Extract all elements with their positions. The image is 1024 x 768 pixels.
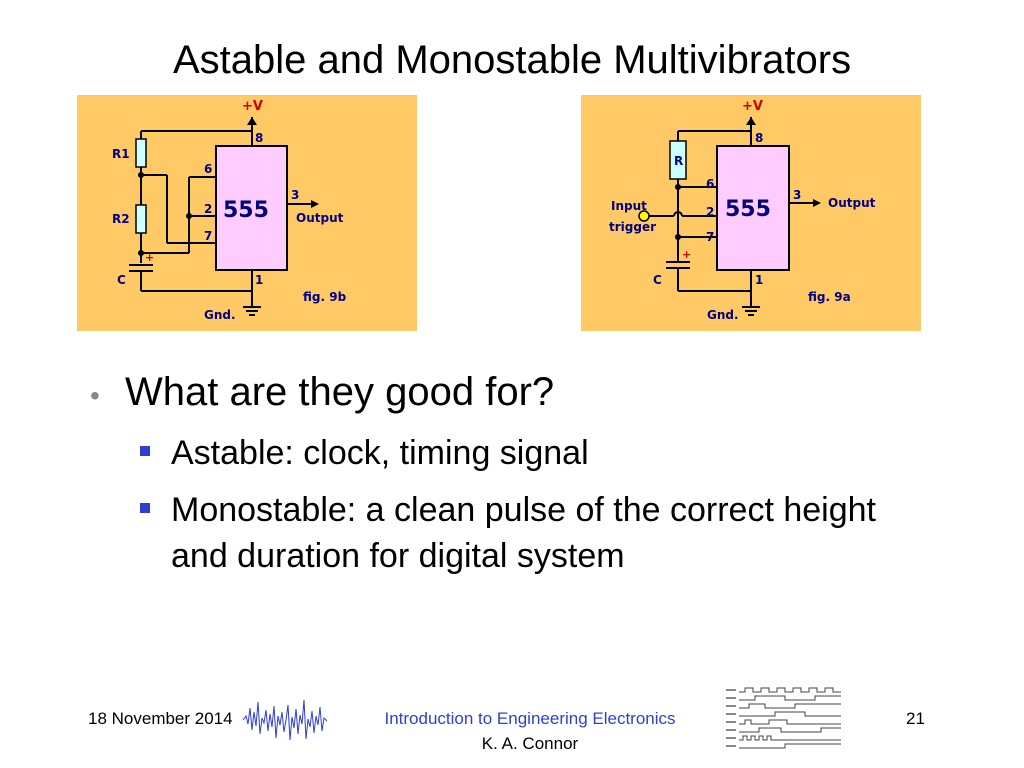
chip-label: 555 — [725, 197, 771, 222]
resistor-r1 — [135, 138, 147, 168]
svg-text:6: 6 — [204, 162, 212, 176]
svg-text:7: 7 — [706, 230, 714, 244]
resistor-r2 — [135, 204, 147, 234]
plus-v-label: +V — [242, 99, 263, 114]
output-label: Output — [828, 196, 876, 210]
gnd-label: Gnd. — [204, 308, 236, 322]
footer-date: 18 November 2014 — [88, 709, 233, 728]
input-label: Input — [611, 199, 647, 213]
figure-caption: fig. 9a — [808, 290, 851, 304]
svg-text:1: 1 — [755, 273, 763, 287]
svg-text:2: 2 — [706, 205, 714, 219]
svg-text:2: 2 — [204, 202, 212, 216]
bullet-main-text: What are they good for? — [125, 370, 555, 414]
bullet-dot-icon: • — [90, 380, 100, 411]
svg-text:8: 8 — [255, 131, 263, 145]
svg-text:3: 3 — [291, 188, 299, 202]
svg-text:8: 8 — [755, 131, 763, 145]
figure-caption: fig. 9b — [303, 290, 347, 304]
r1-label: R1 — [112, 147, 130, 161]
monostable-circuit-diagram: +V R Input trigger + C 555 8 6 2 7 3 — [581, 95, 921, 331]
square-bullet-icon — [140, 446, 150, 456]
slide-number: 21 — [906, 709, 925, 728]
svg-text:7: 7 — [204, 229, 212, 243]
c-label: C — [117, 273, 126, 287]
svg-text:6: 6 — [706, 177, 714, 191]
cap-plus-label: + — [682, 248, 691, 261]
plus-v-label: +V — [742, 99, 763, 114]
bullet-main: • What are they good for? — [90, 364, 554, 424]
chip-555 — [716, 145, 790, 271]
c-label: C — [653, 273, 662, 287]
bullet-sub-text: Monostable: a clean pulse of the correct… — [171, 491, 876, 575]
square-bullet-icon — [140, 503, 150, 513]
slide-title: Astable and Monostable Multivibrators — [172, 38, 852, 82]
trigger-label: trigger — [609, 220, 656, 234]
bullet-sub-text: Astable: clock, timing signal — [171, 434, 589, 472]
footer-center: Introduction to Engineering Electronics … — [340, 706, 720, 756]
noise-signal-icon — [242, 690, 328, 755]
gnd-label: Gnd. — [707, 308, 739, 322]
r2-label: R2 — [112, 212, 130, 226]
chip-555 — [215, 145, 288, 271]
chip-label: 555 — [223, 198, 269, 223]
course-link[interactable]: Introduction to Engineering Electronics — [384, 709, 676, 728]
footer-author: K. A. Connor — [481, 734, 579, 753]
bullet-sub-monostable: Monostable: a clean pulse of the correct… — [140, 487, 911, 579]
output-label: Output — [296, 211, 344, 225]
bullet-sub-astable: Astable: clock, timing signal — [140, 430, 911, 476]
cap-plus-label: + — [145, 251, 154, 264]
svg-text:1: 1 — [255, 273, 263, 287]
svg-text:3: 3 — [793, 188, 801, 202]
astable-circuit-diagram: +V R1 R2 + C 555 8 6 — [77, 95, 417, 331]
timing-waveform-icon — [725, 686, 843, 757]
r-label: R — [674, 154, 683, 168]
